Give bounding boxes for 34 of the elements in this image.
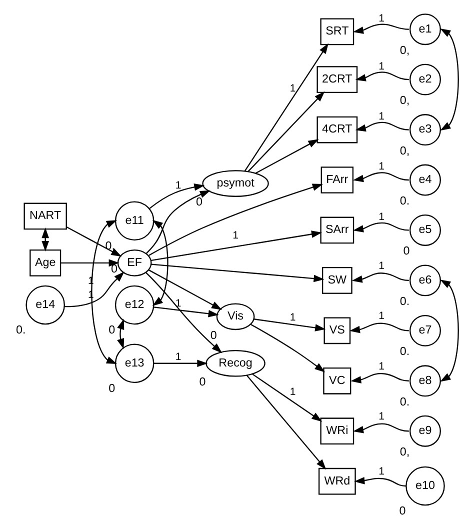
node-label: 0 [108,323,116,336]
node-label: 0. [400,194,410,208]
node-label: 0 [399,504,406,518]
edge-label: 1 [378,60,384,72]
node-label: 0, [400,94,410,108]
node-label: 0, [400,144,410,158]
node-label: 0. [400,294,410,308]
edge-label: 1 [290,311,296,324]
edge-label: 1 [378,360,384,372]
edge-label: 1 [378,410,384,423]
edge-label: 1 [378,210,384,223]
edge-label: 1 [175,351,182,364]
node-label: 0. [400,345,410,358]
node-label: 0. [400,395,410,408]
node-label: 0, [400,44,410,57]
node-label: 0 [199,376,206,389]
edge-label: 1 [378,110,384,123]
node-label: 0, [400,446,410,459]
edge-label: 1 [378,310,384,322]
node-label: 0 [108,382,116,395]
edge-label: 1 [175,179,182,192]
node-label: 0. [16,323,26,336]
edge-label: 1 [378,260,384,272]
node-label: 0 [196,196,203,209]
node-label: 0 [210,328,217,342]
edge-label: 1 [378,160,384,173]
edge-label: 1 [290,386,296,398]
node-label: 0 [111,262,118,276]
node-label: 0 [403,244,410,258]
edge-label: 1 [232,230,238,242]
edge-label: 1 [378,12,384,24]
edge-label: 1 [290,82,296,94]
edge-label: 1 [175,297,182,310]
edge-label: 1 [378,466,384,478]
